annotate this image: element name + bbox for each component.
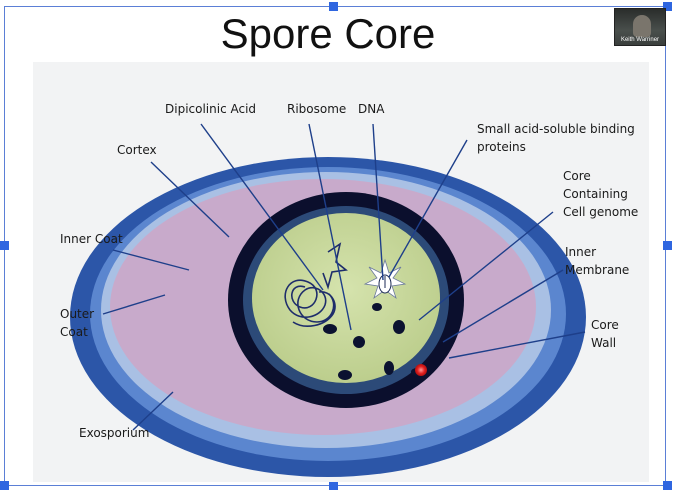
label-dipicolinic-acid: Dipicolinic Acid [165,102,256,116]
leader-dna [372,123,384,281]
label-leader-lines [102,123,586,431]
sasp-starburst [363,258,407,300]
webcam-thumbnail[interactable]: Keith Warriner [614,8,666,46]
spore-diagram-svg: Dipicolinic Acid Ribosome DNA Small acid… [60,102,638,477]
ribosome-blob [384,361,394,375]
resize-handle-bottom-right[interactable] [663,481,672,490]
leader-inner-membrane [442,269,564,343]
presenter-silhouette [633,15,651,37]
label-cortex: Cortex [117,143,157,157]
spore-diagram: Dipicolinic Acid Ribosome DNA Small acid… [33,62,649,482]
leader-exosporium [132,391,174,431]
ribosome-blob [338,370,352,380]
dna-strand [284,242,348,327]
label-exosporium: Exosporium [79,426,149,440]
leader-core [418,211,554,321]
ribosome-blob [323,324,337,334]
presenter-name: Keith Warriner [620,37,660,43]
label-core-wall-line2: Wall [591,336,616,350]
resize-handle-top[interactable] [329,2,338,11]
label-ribosome: Ribosome [287,102,346,116]
laser-pointer-dot [415,364,427,376]
leader-ribosome [308,123,352,331]
label-core-line1: Core [563,169,591,183]
leader-cortex [150,161,230,238]
leader-inner-coat [112,249,190,271]
ribosome-blob [353,336,365,348]
label-inner-membrane-line1: Inner [565,245,596,259]
resize-handle-bottom-left[interactable] [0,481,9,490]
leader-sasp [388,139,468,278]
label-inner-coat: Inner Coat [60,232,123,246]
resize-handle-left[interactable] [0,241,9,250]
label-inner-membrane-line2: Membrane [565,263,629,277]
label-core-line2: Containing [563,187,628,201]
resize-handle-right[interactable] [663,241,672,250]
label-sasp-line1: Small acid-soluble binding [477,122,635,136]
leader-outer-coat [102,294,166,315]
leader-core-wall [448,331,586,359]
ribosome-blob [393,320,405,334]
label-outer-coat-line2: Coat [60,325,88,339]
core-region [252,213,440,383]
leader-dipicolinic-acid [200,123,324,291]
label-outer-coat-line1: Outer [60,307,94,321]
label-core-wall-line1: Core [591,318,619,332]
label-dna: DNA [358,102,385,116]
label-sasp-line2: proteins [477,140,526,154]
resize-handle-top-right[interactable] [663,2,672,11]
ribosome-blob [372,303,382,311]
label-core-line3: Cell genome [563,205,638,219]
resize-handle-bottom[interactable] [329,481,338,490]
slide-title: Spore Core [220,10,436,57]
